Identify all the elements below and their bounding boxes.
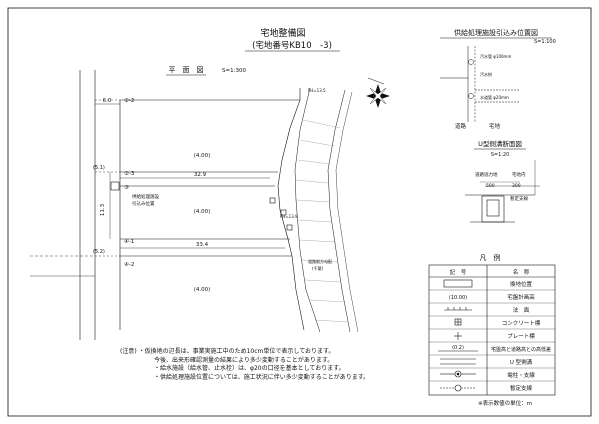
dim-left-width: 6.0: [103, 98, 112, 104]
lot-label-2-2: ②-2: [124, 97, 134, 104]
supply-sewer-pipe: 汚水管 φ100mm: [480, 53, 511, 59]
gutter-road-coop: 道路協力地: [475, 171, 498, 178]
supply-detail-title: 供給処理施設引込み位置図: [454, 28, 538, 37]
supply-label-2: 引込み位置: [132, 200, 155, 207]
legend-slope-icon: [444, 307, 472, 311]
plan-label: 平 面 図: [169, 66, 204, 74]
gutter-support: 暫定支線: [510, 195, 528, 202]
legend-name-concrete: コンクリート標: [502, 319, 541, 327]
supply-sewer-box: 汚水桝: [480, 71, 492, 77]
legend-name-slope: 法 面: [513, 306, 530, 314]
gutter-section-drawing: [465, 160, 540, 223]
legend-diff-symbol: (0.2): [452, 345, 464, 351]
road-height-1: FH=13.5: [308, 88, 326, 93]
supply-road-label: 道路: [455, 122, 467, 130]
gutter-detail-scale: S=1:20: [491, 152, 510, 158]
gutter-dim-300: 300: [512, 183, 521, 189]
supply-detail-scale: S=1:100: [534, 39, 556, 45]
road-hatch: [295, 119, 349, 323]
sheet-border: [7, 7, 592, 417]
legend-lot-icon: [443, 279, 473, 288]
dim-side: 11.3: [100, 203, 106, 216]
unit-note: ※表示数値の単位：m: [478, 401, 532, 407]
supply-lot-label: 宅地: [489, 122, 501, 130]
notes-label: (注意): [120, 348, 137, 355]
notes-block: (注意) ・仮換地の辺長は、事業実施工中のため10cm単位で表示しております。 …: [120, 348, 440, 382]
plan-scale: S=1:300: [222, 68, 246, 74]
legend-name-u-gutter: U 型側溝: [510, 358, 533, 366]
legend-name-plate: プレート標: [507, 332, 535, 340]
legend-header-symbol: 記 号: [450, 268, 467, 276]
legend-name-height: 宅盤計画高: [507, 293, 535, 301]
lot-label-3: ③: [124, 185, 129, 191]
north-arrow-icon: [366, 77, 390, 108]
marker-5-2: (5.2): [93, 249, 105, 255]
legend-temp-pole-icon: [440, 384, 476, 392]
legend-table: [428, 264, 556, 396]
plan-view: [30, 70, 359, 340]
legend-pole-icon: [440, 370, 476, 378]
gutter-dim-500: 500: [486, 183, 495, 189]
legend-concrete-marker-icon: [454, 318, 462, 326]
supply-detail-drawing: [440, 46, 520, 122]
note-line-1: (注意) ・仮換地の辺長は、事業実施工中のため10cm単位で表示しております。: [120, 348, 335, 355]
supply-label-1: 供給処理施設: [132, 193, 159, 200]
road-height-2: FH=13.9: [280, 214, 298, 219]
legend-height-symbol: (10.00): [449, 295, 467, 301]
sub-title: (宅地番号KB10 -3): [252, 40, 332, 51]
legend-title: 凡 例: [480, 253, 501, 262]
lot-label-2-3: ②-3: [124, 170, 135, 177]
legend-name-lot: 換地位置: [510, 280, 533, 288]
main-title: 宅地整備図: [260, 27, 305, 39]
supply-water-pipe: 水道管 φ20mm: [480, 94, 509, 100]
height-label-1: (4.00): [194, 153, 211, 159]
legend-header-name: 名 称: [513, 268, 530, 276]
dim-lot4: 33.4: [196, 242, 209, 248]
gutter-lot-inside: 宅地内: [512, 171, 526, 178]
lot-label-4-2: ④-2: [124, 262, 134, 268]
marker-5-1: (5.1): [93, 165, 105, 171]
road-note-2: (千葉): [312, 265, 324, 271]
note-line-3: ・給水施設（給水管、止水栓）は、φ20の口径を基本としております。: [154, 365, 345, 373]
dim-lot2: 32.9: [194, 172, 207, 178]
legend-u-gutter-icon: [440, 358, 476, 365]
note-line-4: ・供給処理施設位置については、施工状況に伴い多少変動することがあります。: [154, 373, 370, 381]
legend-name-temp-pole: 暫定支線: [510, 384, 533, 392]
legend-plate-marker-icon: [454, 332, 462, 340]
note-line-2: 今後、出来形確認測量の結果により多少変動することがあります。: [154, 356, 334, 364]
height-label-2: (4.00): [194, 209, 211, 215]
height-label-3: (4.00): [194, 287, 211, 293]
lot-label-4-1: ④-1: [124, 239, 134, 245]
legend-name-pole: 電柱・支線: [507, 371, 535, 379]
legend-name-diff: 宅盤高と道路高との高低差: [491, 346, 551, 353]
gutter-detail-title: U型側溝断面図: [478, 139, 522, 148]
road-note-1: 道路縦方勾配: [308, 258, 332, 264]
